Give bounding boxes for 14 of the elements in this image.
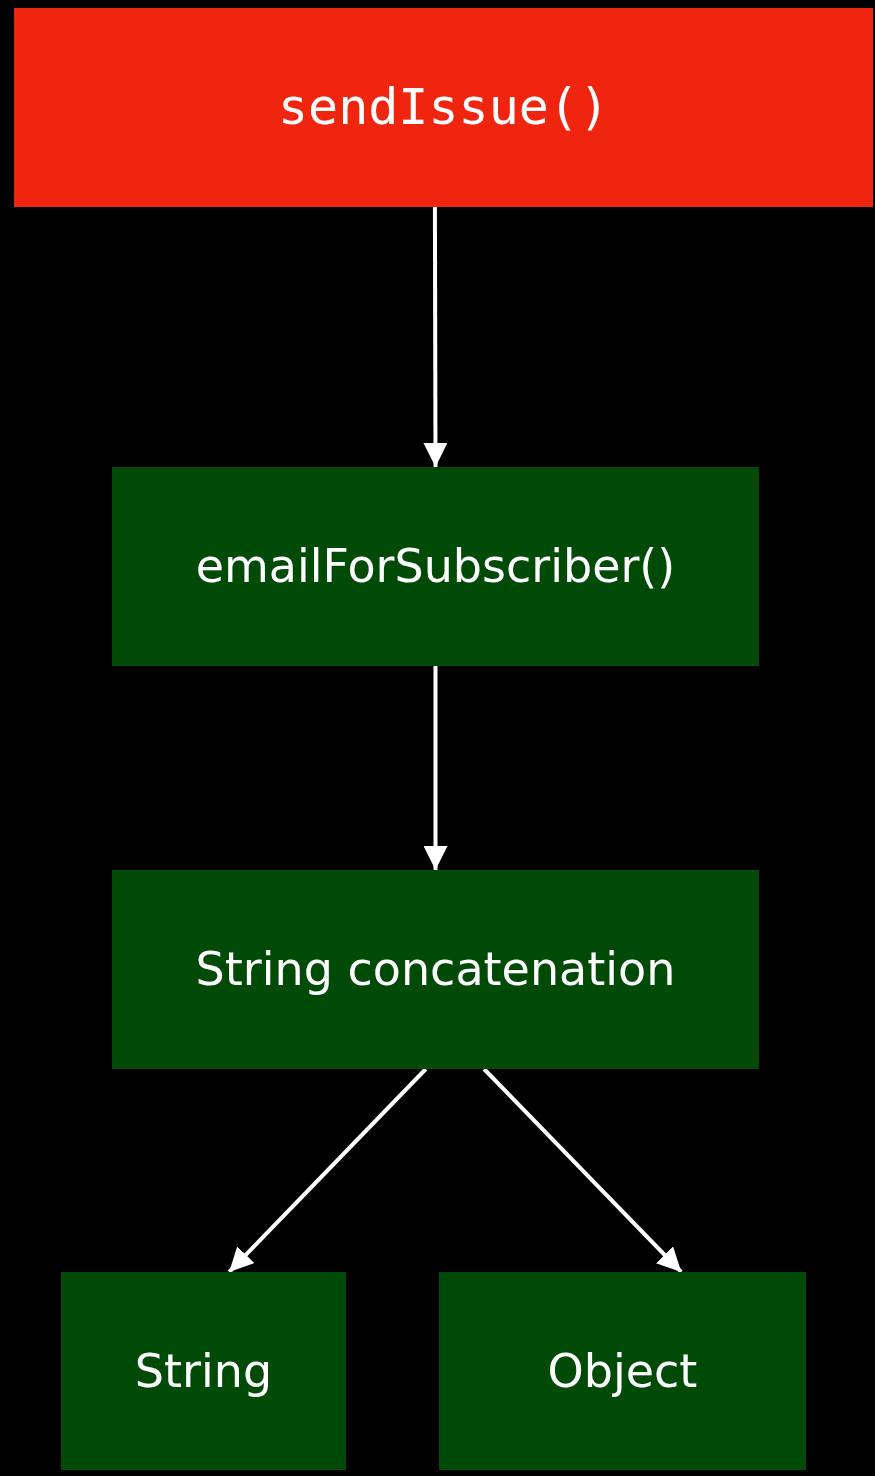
arrow xyxy=(227,1067,428,1274)
box-label: sendIssue() xyxy=(277,80,610,135)
process-box xyxy=(112,467,759,666)
process-box xyxy=(112,870,759,1069)
process-box xyxy=(14,8,873,207)
box-label: String concatenation xyxy=(195,944,676,995)
arrow xyxy=(482,1067,683,1274)
box-label: emailForSubscriber() xyxy=(195,541,676,592)
arrow xyxy=(423,207,448,467)
process-box xyxy=(61,1272,346,1470)
process-box xyxy=(439,1272,806,1470)
arrow xyxy=(423,666,448,870)
box-label: String xyxy=(134,1345,273,1397)
box-label: Object xyxy=(547,1345,698,1397)
